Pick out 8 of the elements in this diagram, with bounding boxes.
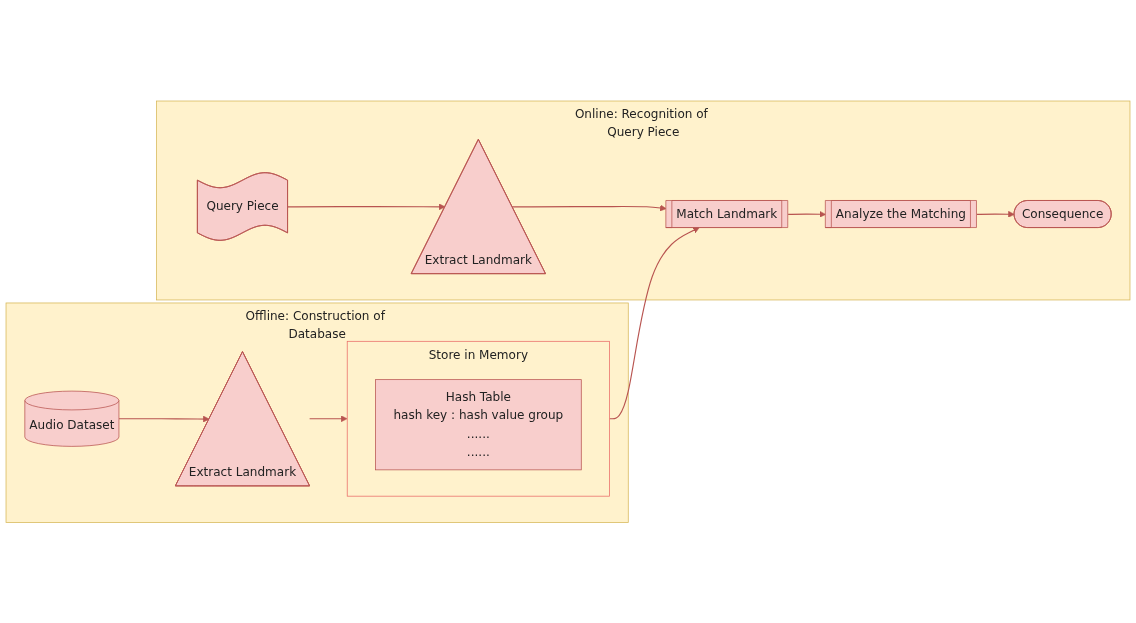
arrow — [976, 210, 1015, 218]
arrow — [511, 204, 667, 211]
arrow — [608, 226, 700, 420]
arrow — [787, 210, 826, 218]
arrow — [118, 415, 210, 423]
node-box: Hash Table hash key : hash value group ...... ...... — [375, 379, 582, 470]
arrow — [309, 415, 348, 422]
arrow — [287, 203, 446, 210]
